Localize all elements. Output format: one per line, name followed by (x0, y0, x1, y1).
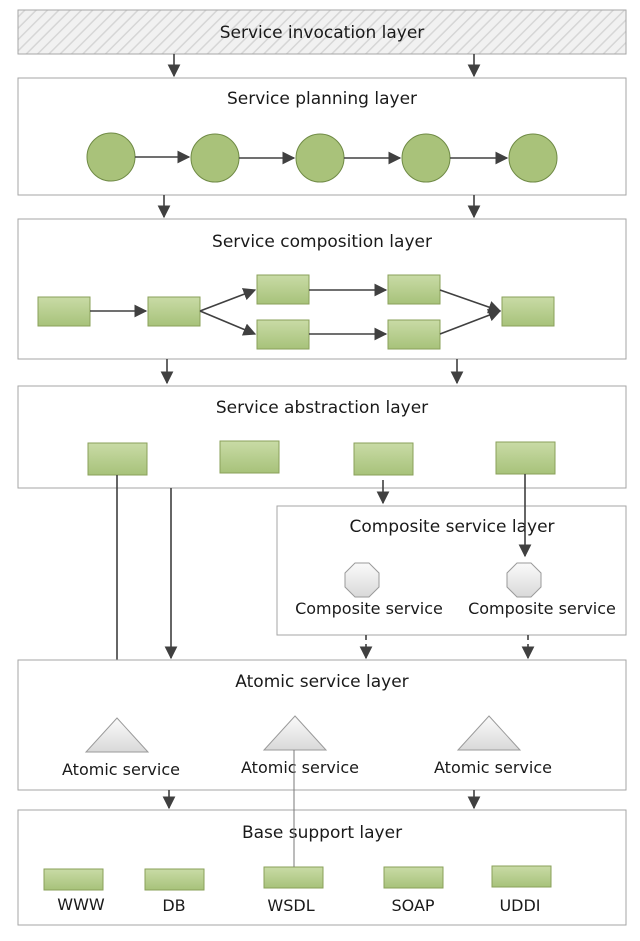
composition-layer-title: Service composition layer (212, 232, 432, 252)
abstraction-layer-title: Service abstraction layer (216, 398, 428, 418)
composite-layer-title: Composite service layer (349, 517, 554, 537)
atomic-layer: Atomic service layer Atomic service Atom… (17, 659, 627, 791)
base-node-wsdl (263, 866, 324, 889)
abstraction-node-2 (219, 440, 280, 474)
invocation-layer-title: Service invocation layer (220, 23, 425, 43)
composition-node-4 (256, 319, 310, 350)
abstraction-node-1 (87, 442, 148, 476)
planning-node-3 (295, 133, 345, 183)
composite-service-label-2: Composite service (468, 599, 616, 618)
abstraction-layer: Service abstraction layer (17, 385, 627, 489)
composite-layer: Composite service layer Composite servic… (276, 505, 627, 636)
composition-node-5 (387, 274, 441, 305)
abstraction-node-4 (495, 441, 556, 475)
planning-node-4 (401, 133, 451, 183)
composite-service-octagon-1 (344, 562, 380, 598)
composition-edge-3 (199, 310, 257, 336)
composition-node-7 (501, 296, 555, 327)
planning-node-5 (508, 133, 558, 183)
composite-service-octagon-2 (506, 562, 542, 598)
invocation-layer: Service invocation layer (17, 9, 627, 55)
base-node-db (144, 868, 205, 891)
atomic-service-triangle-2 (262, 715, 328, 751)
base-label-uddi: UDDI (499, 896, 540, 915)
atomic-service-label-2: Atomic service (241, 758, 359, 777)
composition-node-3 (256, 274, 310, 305)
composition-node-1 (37, 296, 91, 327)
base-node-uddi (491, 865, 552, 888)
atomic-layer-title: Atomic service layer (235, 672, 408, 692)
atomic-service-triangle-1 (84, 717, 150, 753)
composition-node-2 (147, 296, 201, 327)
composition-edge-6 (439, 289, 502, 314)
abstraction-node-3 (353, 442, 414, 476)
base-label-wsdl: WSDL (267, 896, 314, 915)
atomic-service-label-1: Atomic service (62, 760, 180, 779)
atomic-service-triangle-3 (456, 715, 522, 751)
planning-node-1 (86, 132, 136, 182)
base-layer: Base support layer WWW DB WSDL SOAP UDDI (17, 809, 627, 926)
composition-edge-2 (199, 288, 257, 312)
base-node-www (43, 868, 104, 891)
atomic-service-label-3: Atomic service (434, 758, 552, 777)
planning-layer: Service planning layer (17, 77, 627, 196)
composite-service-label-1: Composite service (295, 599, 443, 618)
base-label-soap: SOAP (391, 896, 434, 915)
base-layer-title: Base support layer (242, 823, 402, 843)
composition-node-6 (387, 319, 441, 350)
base-node-soap (383, 866, 444, 889)
base-label-www: WWW (57, 895, 105, 914)
composition-edge-7 (439, 309, 502, 335)
base-label-db: DB (162, 896, 185, 915)
planning-node-2 (190, 133, 240, 183)
planning-layer-title: Service planning layer (227, 89, 417, 109)
composition-layer: Service composition layer (17, 218, 627, 360)
